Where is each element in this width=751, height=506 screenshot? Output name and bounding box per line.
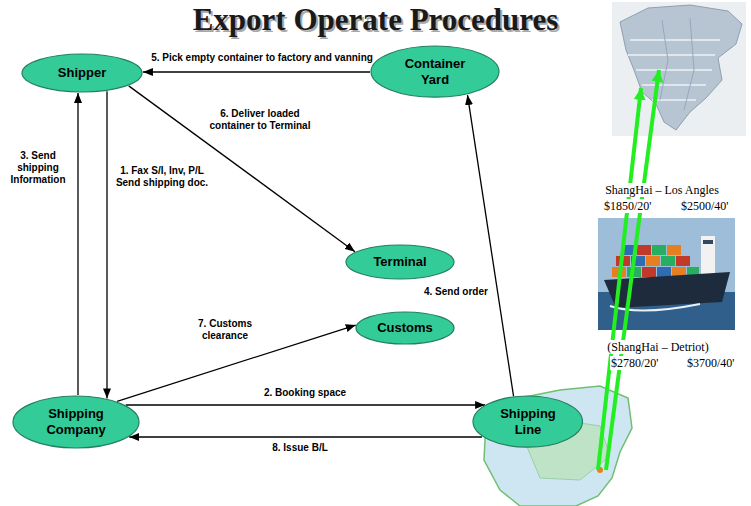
ellipse-shape [356,312,454,344]
process-ellipse: Shipping Line [472,395,584,448]
node-label: Terminal [373,254,426,270]
node-label: Container Yard [400,56,470,87]
flow-arrow [129,436,482,437]
process-ellipse: Customs [355,311,455,345]
ellipse-shape [346,245,454,279]
route-arrows [598,70,659,470]
route-price-label: (ShangHai – Detriot) [606,340,709,354]
flow-arrow [143,71,370,72]
node-label: Shipper [58,65,106,81]
flow-arrow [126,404,485,405]
step-label: 1. Fax S/I, Inv, P/L Send shipping doc. [116,165,208,188]
north-america-map [612,2,746,136]
process-ellipse: Terminal [345,244,455,280]
ellipse-shape [473,396,583,447]
node-label: Shipping Line [493,406,563,437]
flow-arrow [77,93,78,395]
step-label: 7. Customs clearance [198,318,252,341]
process-ellipse: Shipper [21,53,143,93]
step-label: 8. Issue B/L [272,442,328,453]
step-label: 6. Deliver loaded container to Terminal [210,108,311,131]
ellipse-shape [371,46,499,97]
route-price-label: $1850/20' [603,199,653,213]
node-label: Shipping Company [41,406,111,437]
flow-arrow [106,91,107,398]
process-ellipse: Shipping Company [12,395,140,449]
ellipse-shape [13,396,139,448]
route-price-label: ShangHai – Los Angles [604,183,720,197]
route-price-label: $2780/20' [610,356,660,370]
process-ellipse: Container Yard [370,45,500,98]
step-label: 5. Pick empty container to factory and v… [151,52,373,63]
route-price-label: $2500/40' [680,199,730,213]
step-label: 4. Send order [424,286,488,297]
node-label: Customs [377,320,433,336]
flow-arrow [468,95,514,396]
step-label: 2. Booking space [264,387,346,398]
route-price-label: $3700/40' [686,356,736,370]
diagram-title: Export Operate Procedures [0,2,751,38]
ellipse-shape [22,54,142,92]
step-label: 3. Send shipping Information [11,150,66,185]
